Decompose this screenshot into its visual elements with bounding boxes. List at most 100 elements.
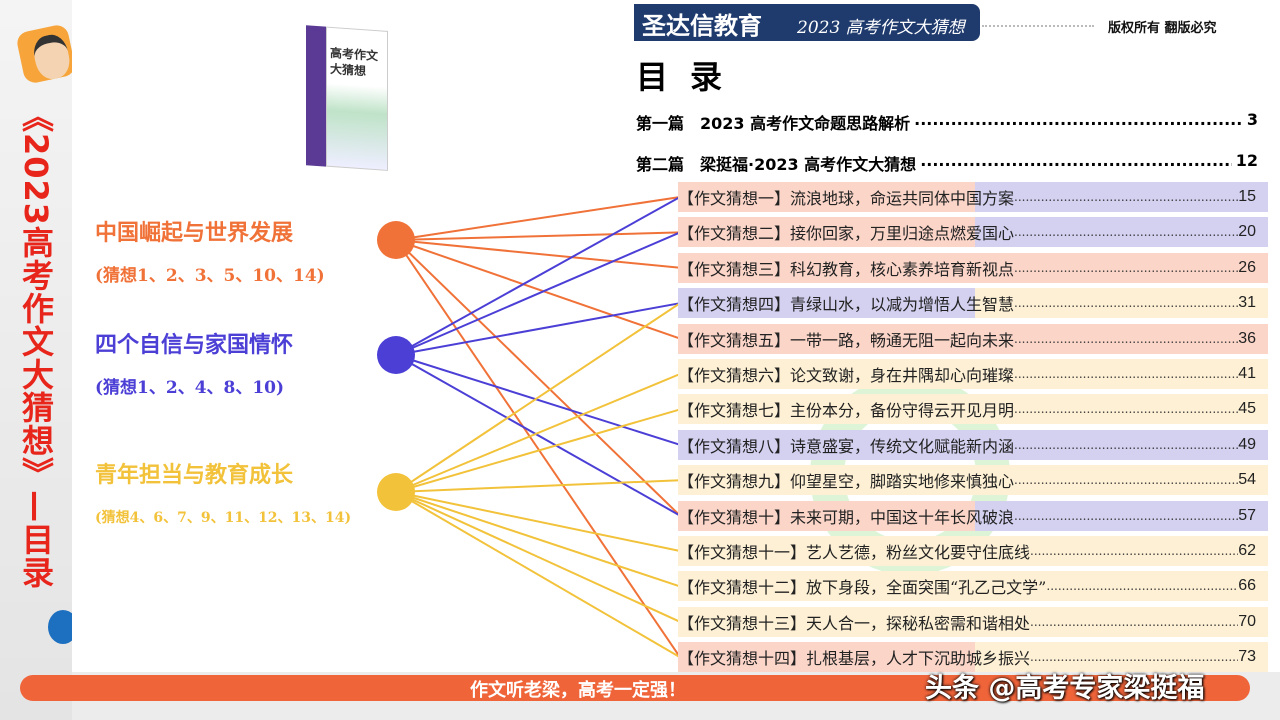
toc-entry[interactable]: 【作文猜想八】诗意盛宴，传统文化赋能新内涵...................… — [678, 429, 1268, 460]
entry-page: 31 — [1238, 294, 1256, 312]
link-line — [395, 231, 681, 356]
link-line — [395, 239, 681, 658]
entry-label: 【作文猜想八】诗意盛宴，传统文化赋能新内涵 — [678, 436, 1015, 456]
side-strip: 《2023高考作文大猜想》—目录 — [0, 0, 78, 720]
theme-node-1 — [377, 336, 415, 374]
leader-dots: ........................................… — [1014, 402, 1239, 417]
toc-entry[interactable]: 【作文猜想十二】放下身段，全面突围“孔乙己文学”................… — [678, 571, 1268, 602]
leader-dots: ........................................… — [1030, 544, 1238, 558]
entry-page: 54 — [1238, 471, 1256, 489]
leader-dots: ........................................… — [1014, 473, 1239, 488]
source-watermark: 头条 @高考专家梁挺福 — [925, 673, 1205, 704]
leader-dots: ........................................… — [1030, 614, 1238, 629]
entry-page: 57 — [1238, 506, 1256, 524]
entry-label: 【作文猜想九】仰望星空，脚踏实地修来慎独心 — [678, 472, 1015, 492]
entry-label: 【作文猜想三】科幻教育，核心素养培育新视点 — [678, 259, 1015, 279]
link-line — [395, 491, 681, 552]
link-line — [395, 491, 681, 588]
toc-part-2[interactable]: 第二篇 梁挺福·2023 高考作文大猜想....................… — [636, 151, 1258, 175]
link-line — [395, 491, 681, 659]
leader-dots: ........................................… — [920, 151, 1232, 170]
part-label: 第二篇 梁挺福·2023 高考作文大猜想 — [636, 155, 917, 174]
footer-bar — [20, 675, 1250, 701]
leader-dots: ........................................… — [1046, 579, 1239, 594]
part-page: 3 — [1246, 110, 1258, 129]
toc-title: 目录 — [636, 58, 745, 96]
entry-page: 41 — [1238, 365, 1256, 382]
brand-header: 圣达信教育 2023 高考作文大猜想 — [634, 4, 980, 41]
link-line — [395, 354, 681, 446]
entry-label: 【作文猜想六】论文致谢，身在井隅却心向璀璨 — [678, 366, 1015, 385]
entry-page: 49 — [1238, 435, 1256, 453]
link-line — [395, 239, 681, 340]
link-line — [395, 239, 681, 269]
theme-title: 青年担当与教育成长 — [95, 462, 294, 488]
entry-page: 66 — [1238, 577, 1256, 595]
entry-label: 【作文猜想二】接你回家，万里归途点燃爱国心 — [678, 224, 1015, 244]
entry-label: 【作文猜想五】一带一路，畅通无阻一起向未来 — [678, 330, 1015, 350]
link-line — [395, 479, 681, 493]
divider — [982, 25, 1094, 27]
entry-label: 【作文猜想十一】艺人艺德，粉丝文化要守住底线 — [678, 543, 1031, 562]
link-line — [395, 196, 681, 356]
leader-dots: ........................................… — [1014, 190, 1239, 204]
entry-label: 【作文猜想一】流浪地球，命运共同体中国方案 — [678, 189, 1015, 208]
toc-entry[interactable]: 【作文猜想五】一带一路，畅通无阻一起向未来...................… — [678, 323, 1268, 354]
leader-dots: ........................................… — [1014, 367, 1239, 381]
part-label: 第一篇 2023 高考作文命题思路解析 — [636, 114, 911, 133]
theme-links: (猜想1、2、3、5、10、14) — [95, 266, 325, 286]
theme-title: 中国崛起与世界发展 — [95, 220, 294, 246]
entry-label: 【作文猜想十】未来可期，中国这十年长风破浪 — [678, 507, 1015, 527]
entry-page: 45 — [1238, 400, 1256, 418]
toc-entry[interactable]: 【作文猜想一】流浪地球，命运共同体中国方案...................… — [678, 182, 1268, 212]
toc-entry[interactable]: 【作文猜想四】青绿山水，以减为增悟人生智慧...................… — [678, 288, 1268, 319]
toc-entry[interactable]: 【作文猜想十一】艺人艺德，粉丝文化要守住底线..................… — [678, 536, 1268, 566]
toc-entry[interactable]: 【作文猜想九】仰望星空，脚踏实地修来慎独心...................… — [678, 465, 1268, 496]
entry-label: 【作文猜想十四】扎根基层，人才下沉助城乡振兴 — [678, 649, 1031, 669]
leader-dots: ........................................… — [1014, 225, 1239, 240]
link-line — [395, 373, 681, 493]
theme-links: (猜想4、6、7、9、11、12、13、14) — [95, 510, 352, 526]
entry-label: 【作文猜想四】青绿山水，以减为增悟人生智慧 — [678, 295, 1015, 315]
toc-entry[interactable]: 【作文猜想七】主份本分，备份守得云开见月明...................… — [678, 394, 1268, 425]
leader-dots: ........................................… — [1030, 650, 1238, 665]
leader-dots: ........................................… — [1014, 331, 1239, 346]
leader-dots: ........................................… — [1014, 260, 1239, 275]
entry-page: 62 — [1238, 542, 1256, 559]
toc-entry[interactable]: 【作文猜想十四】扎根基层，人才下沉助城乡振兴..................… — [678, 642, 1268, 673]
link-line — [395, 196, 681, 241]
toc-entry[interactable]: 【作文猜想十三】天人合一，探秘私密需和谐相处..................… — [678, 606, 1268, 637]
link-line — [395, 408, 681, 493]
link-line — [395, 491, 681, 623]
vertical-title: 《2023高考作文大猜想》—目录 — [17, 100, 55, 590]
link-line — [395, 354, 681, 517]
entry-page: 15 — [1238, 188, 1256, 205]
link-line — [395, 231, 681, 241]
toc-entry[interactable]: 【作文猜想二】接你回家，万里归途点燃爱国心...................… — [678, 217, 1268, 248]
brand-subtitle: 2023 高考作文大猜想 — [797, 18, 965, 38]
leader-dots: ........................................… — [1014, 508, 1239, 523]
leader-dots: ........................................… — [914, 110, 1243, 129]
entry-page: 70 — [1238, 612, 1256, 630]
entry-label: 【作文猜想十三】天人合一，探秘私密需和谐相处 — [678, 613, 1031, 633]
entry-page: 36 — [1238, 329, 1256, 347]
toc-entry[interactable]: 【作文猜想十】未来可期，中国这十年长风破浪...................… — [678, 500, 1268, 531]
entry-label: 【作文猜想十二】放下身段，全面突围“孔乙己文学” — [678, 578, 1047, 598]
theme-node-0 — [377, 221, 415, 259]
toc-entry[interactable]: 【作文猜想六】论文致谢，身在井隅却心向璀璨...................… — [678, 359, 1268, 389]
link-line — [395, 302, 681, 356]
brand-name: 圣达信教育 — [642, 12, 762, 40]
theme-0: 中国崛起与世界发展 (猜想1、2、3、5、10、14) — [95, 215, 325, 286]
leader-dots: ........................................… — [1014, 437, 1239, 452]
entry-page: 26 — [1238, 258, 1256, 276]
toc-entry[interactable]: 【作文猜想三】科幻教育，核心素养培育新视点...................… — [678, 252, 1268, 283]
link-line — [395, 239, 681, 517]
toc-part-1[interactable]: 第一篇 2023 高考作文命题思路解析.....................… — [636, 110, 1258, 134]
theme-2: 青年担当与教育成长 (猜想4、6、7、9、11、12、13、14) — [95, 457, 351, 527]
theme-1: 四个自信与家国情怀(猜想1、2、4、8、10) — [95, 327, 293, 398]
part-page: 12 — [1235, 151, 1258, 170]
entry-page: 20 — [1238, 223, 1256, 241]
copyright-text: 版权所有 翻版必究 — [1108, 21, 1217, 36]
entry-label: 【作文猜想七】主份本分，备份守得云开见月明 — [678, 401, 1015, 421]
